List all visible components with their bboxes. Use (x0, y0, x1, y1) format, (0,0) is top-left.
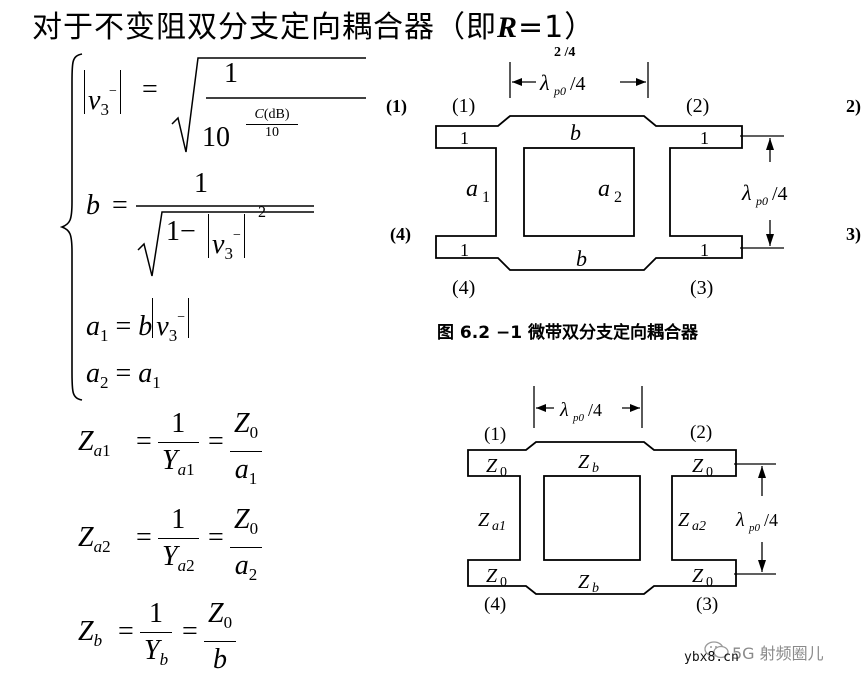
svg-text:a: a (598, 176, 610, 202)
equation-v3: v3− = 1 10 C(dB) 10 (84, 57, 366, 160)
page-title: 对于不变阻双分支定向耦合器（即R=1） (32, 10, 596, 45)
svg-text:/4: /4 (588, 400, 602, 420)
svg-text:p0: p0 (748, 522, 761, 534)
svg-text:/4: /4 (570, 73, 586, 95)
svg-text:Z: Z (486, 455, 498, 477)
svg-text:b: b (570, 120, 581, 145)
svg-text:0: 0 (706, 465, 713, 480)
top-length-label: λ (539, 70, 550, 95)
svg-text:0: 0 (500, 465, 507, 480)
equation-a2: a2 = a1 (86, 358, 161, 392)
svg-text:3): 3) (846, 224, 861, 245)
svg-text:Z: Z (692, 565, 704, 587)
right-length-label: λ (741, 180, 752, 205)
svg-text:0: 0 (706, 575, 713, 590)
svg-text:(2): (2) (686, 95, 709, 117)
svg-text:(1): (1) (386, 96, 407, 117)
svg-text:(1): (1) (452, 95, 475, 117)
svg-text:(2): (2) (690, 422, 712, 443)
svg-text:1: 1 (700, 128, 709, 148)
svg-text:2: 2 (614, 189, 622, 206)
svg-text:λ: λ (735, 509, 745, 531)
svg-text:p0: p0 (755, 194, 768, 208)
svg-text:1: 1 (482, 189, 490, 206)
svg-text:Z: Z (578, 451, 590, 473)
svg-text:λ: λ (559, 399, 569, 421)
svg-text:(4): (4) (452, 277, 475, 299)
svg-text:(4): (4) (390, 224, 411, 245)
svg-text:1: 1 (460, 240, 469, 260)
svg-text:2): 2) (846, 96, 861, 117)
svg-text:b: b (576, 246, 587, 271)
svg-text:(3): (3) (690, 277, 713, 299)
svg-text:(3): (3) (696, 594, 718, 615)
figure-caption: 图 6.2 −1 微带双分支定向耦合器 (437, 323, 698, 343)
svg-text:a1: a1 (492, 519, 506, 534)
svg-text:/4: /4 (772, 183, 788, 205)
svg-text:Z: Z (478, 509, 490, 531)
coupler-diagram-normalized: 2 /4 λ p0 /4 (1) (4) 2) 3) (1) (2) (4) (… (386, 45, 861, 299)
svg-text:b: b (592, 581, 599, 596)
svg-text:b: b (592, 461, 599, 476)
svg-text:1: 1 (700, 240, 709, 260)
svg-text:a: a (466, 176, 478, 202)
svg-text:(1): (1) (484, 424, 506, 445)
svg-text:0: 0 (500, 575, 507, 590)
svg-text:p0: p0 (572, 412, 585, 424)
svg-text:p0: p0 (553, 84, 566, 98)
svg-text:Z: Z (692, 455, 704, 477)
svg-text:2 /4: 2 /4 (554, 45, 575, 60)
left-brace (60, 53, 83, 401)
watermark: 5G 射频圈儿 ybx8.cn (670, 636, 860, 684)
svg-text:Z: Z (678, 509, 690, 531)
svg-text:a2: a2 (692, 519, 706, 534)
wechat-icon (704, 641, 729, 659)
svg-text:(4): (4) (484, 594, 506, 615)
equation-b: b = 1 1− v3− 2 (84, 168, 314, 278)
svg-text:Z: Z (578, 571, 590, 593)
svg-text:Z: Z (486, 565, 498, 587)
svg-text:/4: /4 (764, 510, 778, 530)
svg-text:1: 1 (460, 128, 469, 148)
